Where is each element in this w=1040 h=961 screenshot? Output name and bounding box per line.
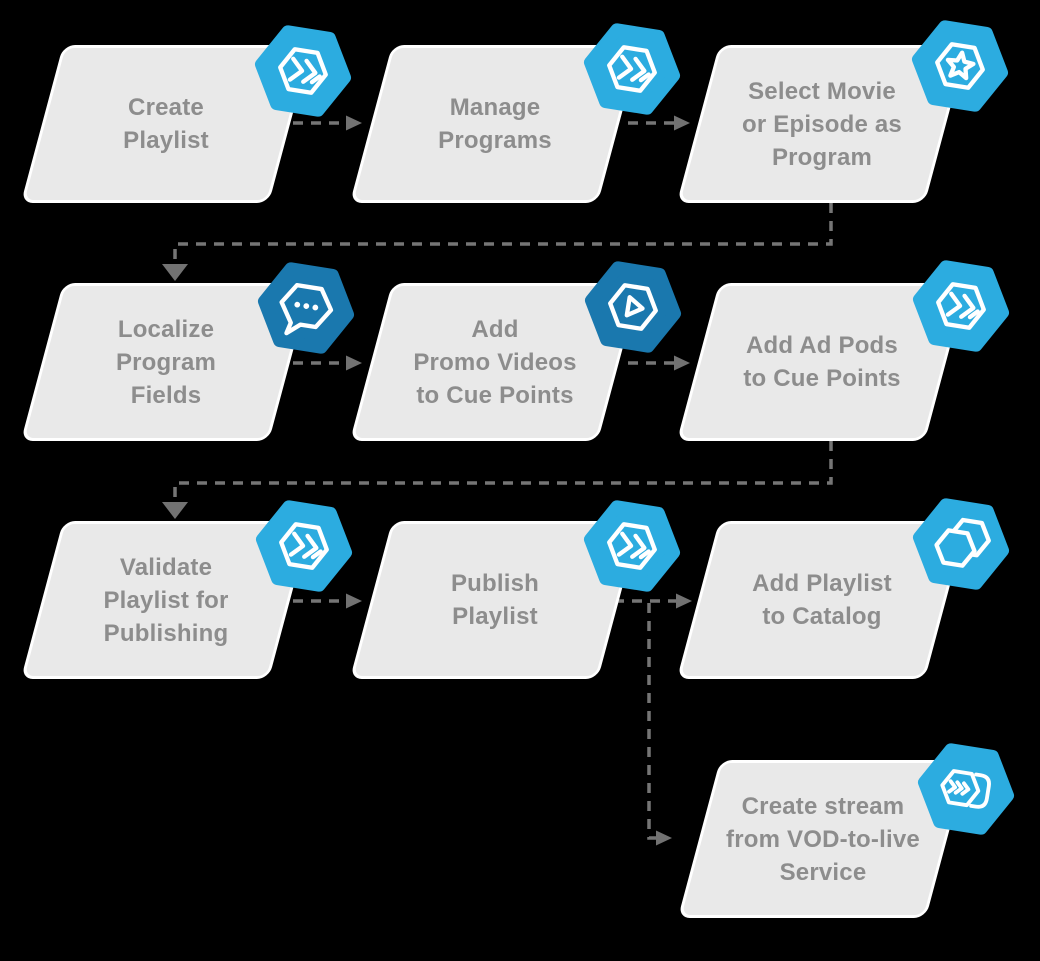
fast-forward-hexagon-icon — [255, 500, 353, 592]
star-hexagon-icon — [911, 20, 1009, 112]
node-publish-playlist: Publish Playlist — [349, 521, 641, 679]
fast-forward-hexagon-icon — [583, 500, 681, 592]
arrowhead-right-icon — [346, 593, 362, 609]
connector-localize-to-promo — [293, 355, 362, 371]
arrowhead-right-icon — [346, 115, 362, 131]
fast-forward-hexagon-icon — [583, 23, 681, 115]
connector-promo-to-adpods — [628, 355, 690, 371]
connector-line — [173, 203, 833, 264]
node-validate-playlist: Validate Playlist for Publishing — [20, 521, 312, 679]
node-manage-programs: Manage Programs — [349, 45, 641, 203]
connector-publish-to-catalog — [614, 593, 692, 609]
play-video-hexagon-icon — [584, 261, 682, 353]
arrowhead-right-icon — [676, 593, 692, 609]
connector-publish-to-vodstream — [647, 603, 672, 846]
fast-forward-hexagon-icon — [254, 25, 352, 117]
node-label: Add Promo Videos to Cue Points — [413, 315, 577, 409]
arrowhead-right-icon — [346, 355, 362, 371]
connector-line — [173, 441, 833, 502]
node-add-promo-videos: Add Promo Videos to Cue Points — [349, 283, 641, 441]
node-add-ad-pods: Add Ad Pods to Cue Points — [676, 283, 968, 441]
node-label: Manage Programs — [438, 94, 552, 154]
node-add-playlist-to-catalog: Add Playlist to Catalog — [676, 521, 968, 679]
connector-create-to-manage — [293, 115, 362, 131]
arrowhead-down-icon — [162, 264, 188, 281]
connector-line — [647, 603, 656, 840]
node-create-stream-vod-to-live: Create stream from VOD-to-live Service — [677, 760, 969, 918]
catalog-hexagons-icon — [912, 498, 1010, 590]
node-create-playlist: Create Playlist — [20, 45, 312, 203]
connector-select-to-localize — [162, 203, 833, 281]
connector-adpods-to-validate — [162, 441, 833, 519]
connector-validate-to-publish — [293, 593, 362, 609]
arrowhead-down-icon — [162, 502, 188, 519]
arrowhead-right-icon — [674, 115, 690, 131]
arrowhead-right-icon — [656, 830, 672, 846]
node-label: Add Ad Pods to Cue Points — [743, 332, 901, 392]
node-label: Add Playlist to Catalog — [752, 570, 892, 630]
node-localize-program-fields: Localize Program Fields — [20, 283, 312, 441]
chat-bubble-icon — [257, 262, 355, 354]
node-label: Select Movie or Episode as Program — [742, 77, 902, 171]
node-label: Validate Playlist for Publishing — [103, 553, 229, 647]
vod-to-live-hexagon-icon — [917, 743, 1015, 835]
node-label: Create stream from VOD-to-live Service — [726, 792, 920, 886]
node-select-movie-or-episode: Select Movie or Episode as Program — [676, 45, 968, 203]
node-label: Localize Program Fields — [115, 315, 217, 409]
node-label: Create Playlist — [123, 94, 209, 154]
connector-manage-to-select — [628, 115, 690, 131]
arrowhead-right-icon — [674, 355, 690, 371]
node-label: Publish Playlist — [450, 570, 540, 630]
fast-forward-hexagon-icon — [912, 260, 1010, 352]
